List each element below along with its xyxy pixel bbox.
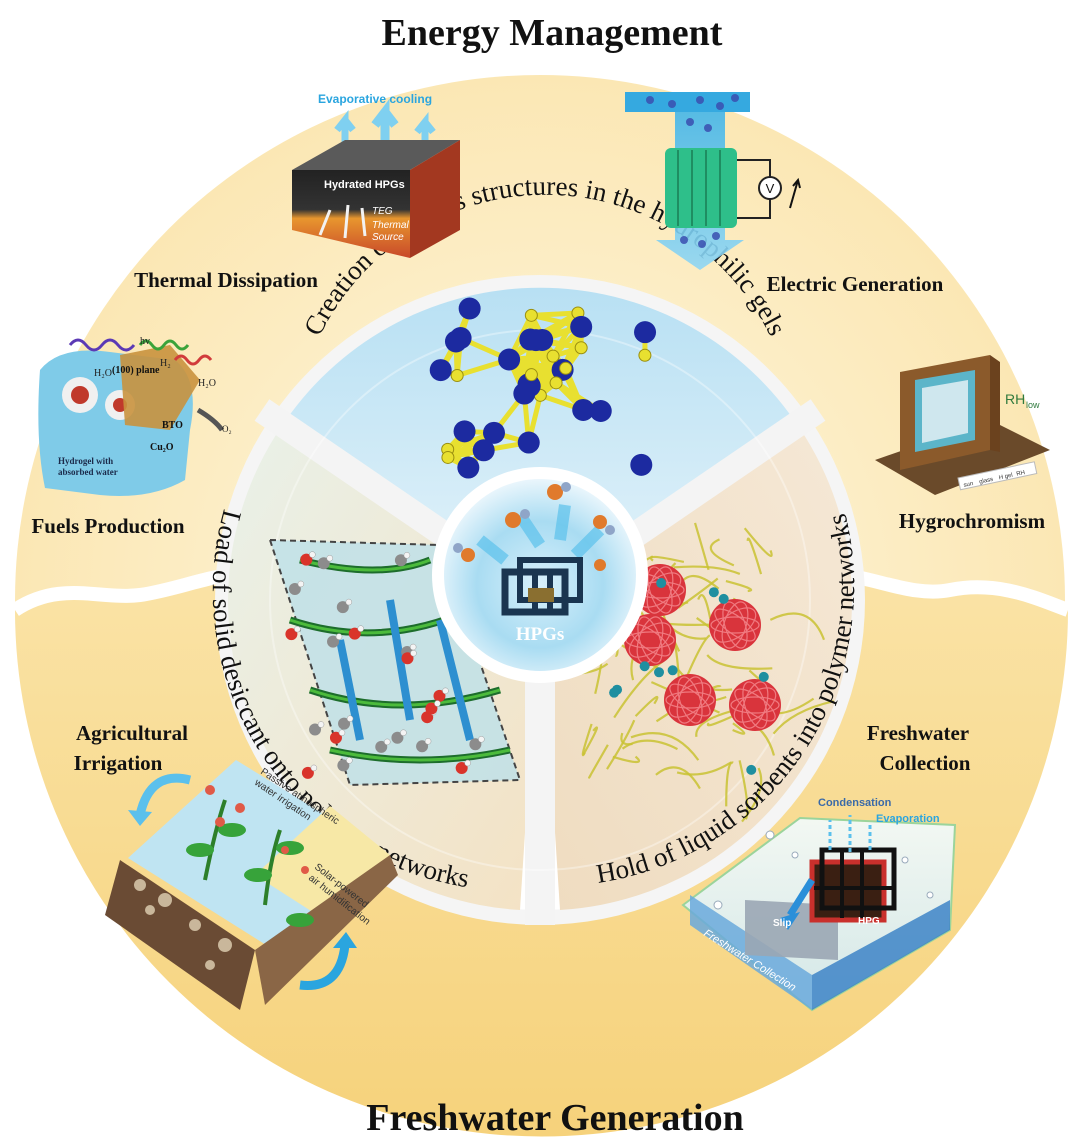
label-freshwater-line2: Collection bbox=[880, 751, 971, 775]
current-arrow-icon bbox=[789, 177, 801, 209]
glass-label: glass bbox=[979, 477, 994, 486]
label-electric-generation: Electric Generation bbox=[767, 272, 944, 296]
bto-label: BTO bbox=[162, 420, 183, 431]
thermal-source-label-1: Thermal bbox=[372, 220, 409, 231]
label-fuels-production: Fuels Production bbox=[31, 514, 184, 538]
sector-right bbox=[540, 420, 852, 910]
evaporative-cooling-label: Evaporative cooling bbox=[318, 92, 432, 106]
hydrogel-label-1: Hydrogel with bbox=[58, 456, 113, 466]
fuels-production-illustration: hv H₂O H₂O (100) plane H₂ BTO Cu₂O O₂ Hy… bbox=[38, 336, 232, 496]
hpg-cage-freshwater-icon bbox=[809, 847, 897, 923]
teg-label: TEG bbox=[372, 206, 393, 217]
condensation-label: Condensation bbox=[818, 797, 892, 809]
electric-generation-illustration: V bbox=[625, 92, 801, 270]
label-freshwater-line1: Freshwater bbox=[867, 721, 969, 745]
thermal-source-label-2: Source bbox=[372, 232, 404, 243]
hydrated-hpgs-label: Hydrated HPGs bbox=[324, 179, 405, 191]
porous-lattice bbox=[429, 297, 657, 479]
rh-label: RH bbox=[1005, 391, 1025, 407]
thermal-dissipation-illustration: Evaporative cooling Hydrated HPGs TEG Th… bbox=[292, 92, 460, 258]
o2-label: O₂ bbox=[222, 424, 232, 434]
label-agricultural-line1: Agricultural bbox=[76, 721, 188, 745]
hgel-label: H gel bbox=[998, 473, 1013, 482]
h2o-label-2: H₂O bbox=[198, 378, 216, 389]
hydrogel-label-2: absorbed water bbox=[58, 467, 118, 477]
label-thermal-dissipation: Thermal Dissipation bbox=[134, 268, 318, 292]
title-freshwater-generation: Freshwater Generation bbox=[366, 1097, 743, 1139]
freshwater-collection-illustration: Condensation Evaporation Slip HPG Freshw… bbox=[681, 797, 957, 1012]
hpg-cage-icon bbox=[501, 557, 583, 616]
hpg-label: HPG bbox=[858, 916, 880, 927]
sun-label: sun bbox=[963, 481, 974, 489]
voltmeter-icon bbox=[758, 176, 782, 200]
h2o-label-1: H₂O bbox=[94, 368, 112, 379]
title-energy-management: Energy Management bbox=[382, 12, 723, 54]
cu2o-label: Cu₂O bbox=[150, 442, 174, 453]
label-hygrochromism: Hygrochromism bbox=[899, 509, 1046, 533]
evaporation-label: Evaporation bbox=[876, 813, 940, 825]
rh-sub-label: low bbox=[1026, 400, 1040, 410]
rh-low-label: RH bbox=[1016, 470, 1026, 478]
plane-label: (100) plane bbox=[112, 365, 160, 376]
center-hub: HPGs bbox=[432, 467, 648, 683]
sector-top bbox=[286, 287, 794, 600]
label-agricultural-line2: Irrigation bbox=[74, 751, 163, 775]
voltmeter-label: V bbox=[766, 181, 775, 196]
hv-label: hv bbox=[140, 336, 150, 347]
hygrochromism-illustration: RH low sun glass H gel RH bbox=[875, 355, 1050, 495]
slip-label: Slip bbox=[773, 918, 791, 929]
center-label: HPGs bbox=[516, 624, 565, 645]
h2-label: H₂ bbox=[160, 358, 171, 369]
